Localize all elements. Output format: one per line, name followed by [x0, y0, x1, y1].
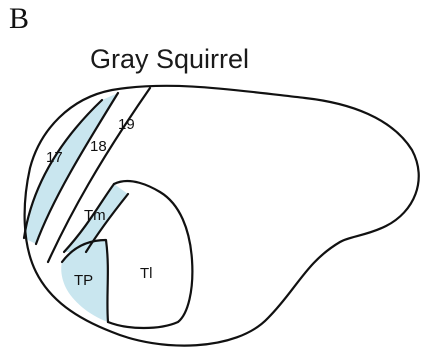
area-tp-label: TP: [74, 272, 93, 289]
figure-title: Gray Squirrel: [90, 44, 250, 74]
area-17-label: 17: [46, 149, 63, 166]
area-19-label: 19: [118, 116, 135, 133]
panel-letter: B: [9, 2, 30, 35]
area-tm-boundary: [62, 182, 116, 254]
area-tm-shading: [64, 184, 128, 252]
area-18-boundary-lateral: [34, 91, 120, 246]
brain-outline: [23, 84, 420, 347]
area-tp-boundary: [60, 238, 110, 324]
area-18-label: 18: [90, 138, 107, 155]
area-tl-boundary: [106, 179, 194, 330]
area-tm-boundary-lateral: [84, 192, 130, 254]
area-tl-label: Tl: [140, 265, 153, 282]
area-18-boundary-medial: [22, 98, 104, 240]
area-19-boundary-lateral: [46, 86, 152, 264]
area-tp-shading: [61, 240, 108, 322]
area-tm-label: Tm: [84, 207, 106, 224]
